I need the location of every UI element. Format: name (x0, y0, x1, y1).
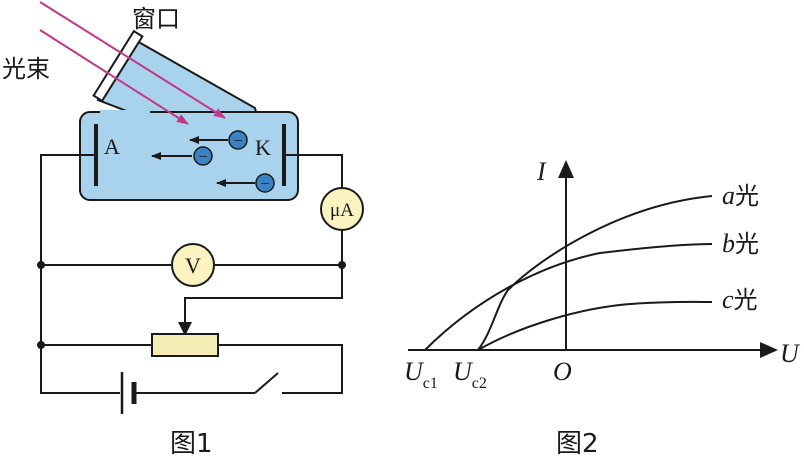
curve-c (477, 300, 713, 351)
electron: − (189, 130, 248, 150)
curve-a-letter: a (722, 181, 735, 210)
microammeter-label: μA (330, 200, 354, 221)
curve-a (477, 195, 713, 351)
wire-left (40, 154, 120, 394)
uc2-main: U (453, 357, 474, 386)
wire-rheo-right (218, 344, 343, 394)
electron-charge: − (198, 149, 207, 166)
microammeter: μA (320, 187, 364, 231)
light-beam-ray (39, 29, 189, 125)
junction-dot (37, 341, 45, 349)
curve-c-suffix: 光 (734, 286, 758, 314)
curve-b-letter: b (722, 229, 735, 258)
switch-blade (254, 372, 279, 394)
light-beam-ray (39, 1, 226, 119)
x-axis-arrow (760, 342, 778, 358)
origin-label: O (553, 357, 572, 386)
cathode-label: K (255, 135, 271, 160)
voltmeter: V (171, 243, 215, 287)
curve-c-letter: c (722, 285, 734, 314)
figure1-circuit: A K − − − (2, 1, 364, 459)
figure2-caption: 图2 (556, 429, 599, 459)
y-axis-arrow (558, 160, 574, 178)
rheostat-slider-arrow (178, 322, 192, 336)
curve-a-suffix: 光 (735, 182, 759, 210)
y-axis-label: I (536, 157, 547, 186)
curve-b-suffix: 光 (735, 230, 759, 258)
curve-b-label: b光 (722, 229, 759, 258)
beam-label: 光束 (2, 55, 50, 83)
curve-a-label: a光 (722, 181, 759, 210)
uc2-sub: c2 (472, 375, 487, 392)
figure2-graph: I U O Uc1 Uc2 a光 b光 c光 图2 (404, 157, 801, 459)
window-label: 窗口 (132, 5, 180, 33)
wire-right (284, 154, 343, 188)
wire-ammeter-down (184, 230, 343, 332)
electron: − (151, 146, 213, 166)
x-axis-label: U (780, 339, 801, 368)
uc1-sub: c1 (423, 375, 438, 392)
junction-dot (338, 261, 346, 269)
uc1-main: U (404, 357, 425, 386)
electron: − (216, 173, 275, 193)
junction-dot (37, 261, 45, 269)
figure1-caption: 图1 (170, 429, 213, 459)
rheostat (151, 333, 219, 357)
anode-label: A (104, 134, 120, 159)
electron-charge: − (233, 133, 242, 150)
uc1-label: Uc1 (404, 357, 438, 392)
electron-charge: − (260, 176, 269, 193)
uc2-label: Uc2 (453, 357, 487, 392)
window-glass (92, 29, 144, 103)
curve-b (424, 243, 713, 351)
curve-c-label: c光 (722, 285, 758, 314)
voltmeter-label: V (185, 253, 201, 278)
